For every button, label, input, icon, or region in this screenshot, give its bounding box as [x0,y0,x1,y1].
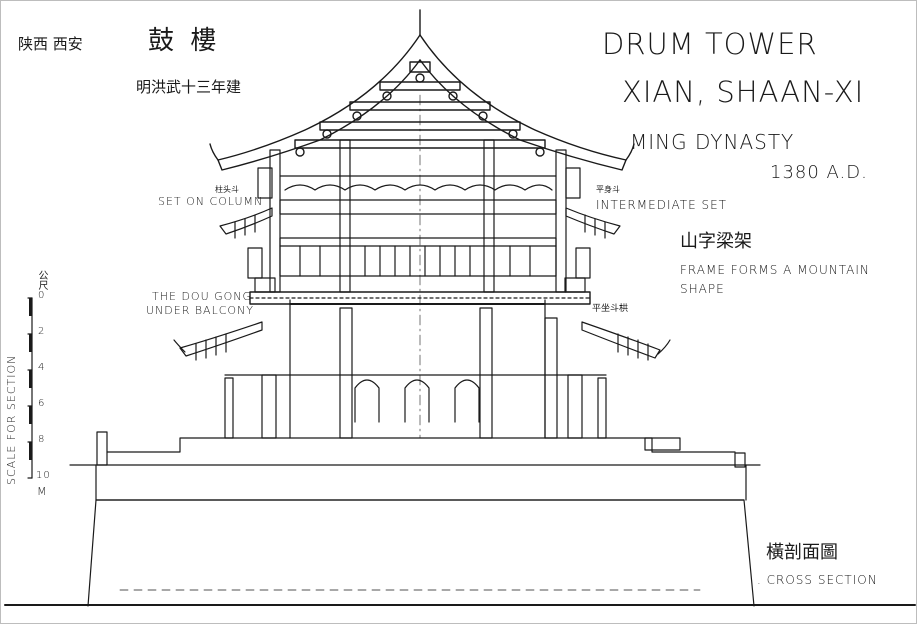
lower-eaves [173,321,671,376]
mountain-frame-line1: FRAME FORMS A MOUNTAIN [680,263,870,277]
scale-tick-2: 2 [38,326,46,337]
scale-label: SCALE FOR SECTION [5,354,18,485]
scale-tick-4: 4 [38,362,46,373]
set-on-column-label: SET ON COLUMN [158,195,264,208]
scale-tick-6: 6 [38,398,46,409]
mountain-frame-line2: SHAPE [680,282,725,296]
lower-hall-columns [224,299,607,439]
dougong-label-line1: THE DOU GONG [152,290,253,303]
scale-unit: M [37,485,48,498]
balcony-set-cn: 平坐斗栱 [592,304,629,314]
cross-section-label: . CROSS SECTION [757,573,878,587]
location-cn: 陕西 西安 [18,35,83,53]
dynasty-label: MING DYNASTY [630,130,795,154]
scale-unit-cn: 公尺 [36,270,47,290]
scale-tick-0: 0 [38,290,46,301]
dougong-label-line2: UNDER BALCONY [146,304,254,317]
cross-section-cn: 橫剖面圖 [766,542,838,563]
upper-roof [209,9,635,171]
platform-base [69,431,761,607]
drum-tower-title: DRUM TOWER [602,27,818,61]
intermediate-set-cn: 平身斗 [596,185,620,194]
set-on-column-cn: 柱头斗 [215,185,239,194]
mountain-frame-cn: 山字梁架 [680,231,752,252]
arched-doors [354,379,480,423]
scale-tick-8: 8 [38,434,46,445]
construction-date-cn: 明洪武十三年建 [136,78,242,96]
upper-hall [269,139,567,293]
intermediate-set-label: INTERMEDIATE SET [596,198,728,212]
scale-tick-10: 10 [36,470,51,481]
location-title: XIAN, SHAAN-XI [622,75,865,109]
year-label: 1380 A.D. [770,162,868,183]
middle-eaves [219,167,621,279]
drum-tower-cn-title: 鼓 樓 [148,26,221,56]
